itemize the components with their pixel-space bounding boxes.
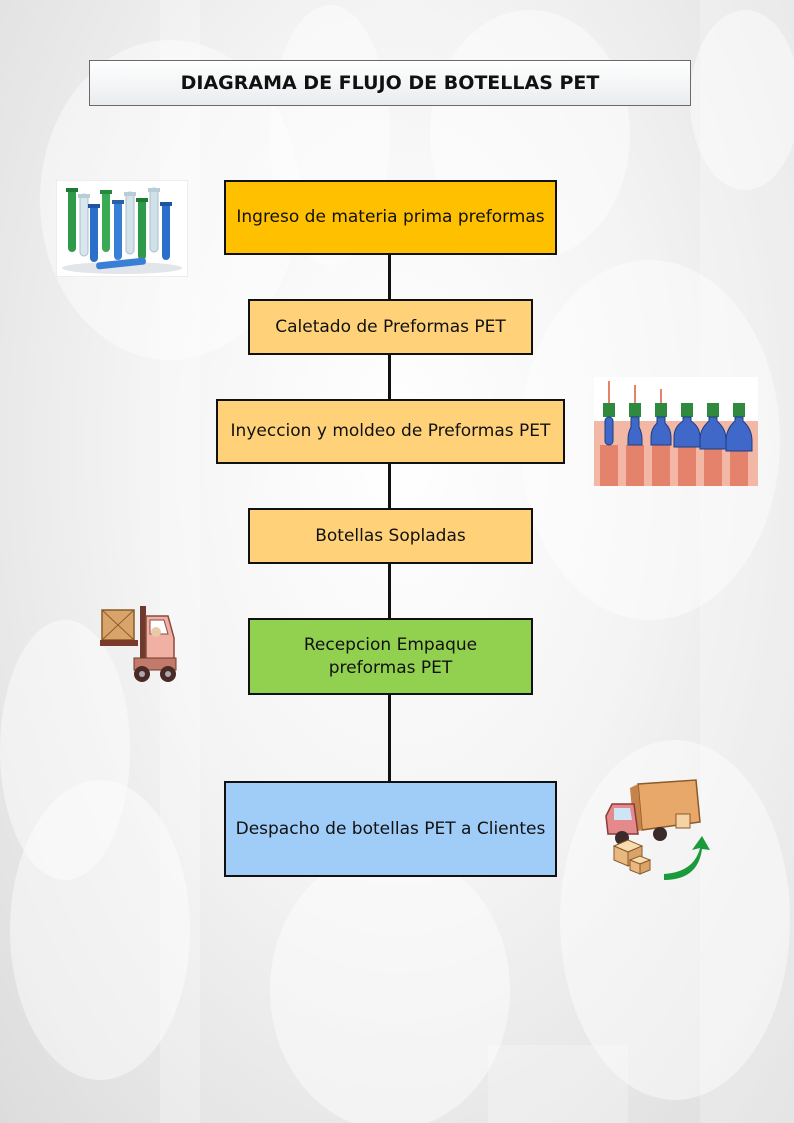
forklift-icon	[100, 606, 177, 682]
blow-molding-icon	[594, 377, 758, 486]
step-ingreso-materia-prima: Ingreso de materia prima preformas	[224, 180, 557, 255]
step-inyeccion-moldeo: Inyeccion y moldeo de Preformas PET	[216, 399, 565, 464]
connector-line	[388, 354, 391, 400]
preform-bottles-icon	[56, 180, 188, 277]
step-caletado-preformas: Caletado de Preformas PET	[248, 299, 533, 355]
delivery-truck-icon	[605, 779, 710, 880]
connector-line	[388, 563, 391, 619]
step-despacho-clientes: Despacho de botellas PET a Clientes	[224, 781, 557, 877]
connector-line	[388, 694, 391, 782]
diagram-title: DIAGRAMA DE FLUJO DE BOTELLAS PET	[89, 60, 691, 106]
step-botellas-sopladas: Botellas Sopladas	[248, 508, 533, 564]
connector-line	[388, 463, 391, 509]
connector-line	[388, 254, 391, 300]
step-recepcion-empaque: Recepcion Empaque preformas PET	[248, 618, 533, 695]
